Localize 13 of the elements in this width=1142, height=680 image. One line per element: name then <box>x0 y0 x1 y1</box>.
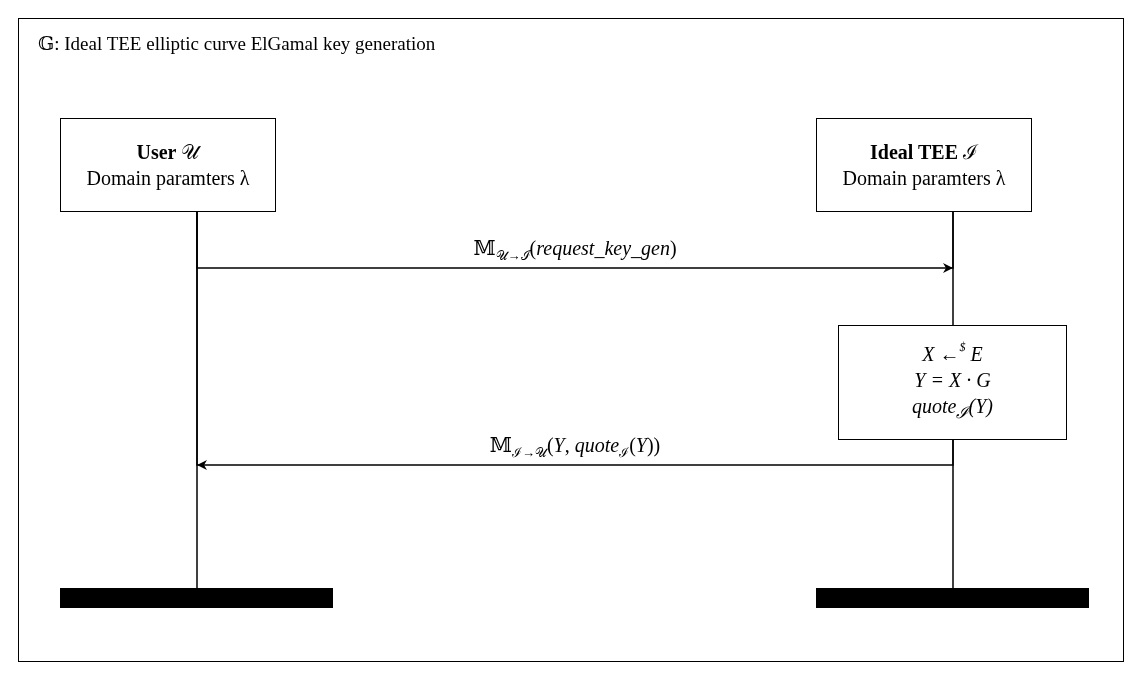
formula: X ←$^{$}$ E <box>922 341 983 368</box>
formula: quote$_{ℐ}$(Y) <box>912 394 993 424</box>
participant-name: User 𝒰 <box>136 140 200 165</box>
lifeline-end-bar <box>816 588 1089 608</box>
participant-box <box>816 118 1032 212</box>
computation-box <box>838 325 1067 440</box>
participant-params: Domain paramters λ <box>842 166 1006 191</box>
participant-box <box>60 118 276 212</box>
participant-name: Ideal TEE ℐ <box>870 140 978 165</box>
diagram-title: 𝔾: Ideal TEE elliptic curve ElGamal key generation <box>38 32 436 55</box>
lifeline-end-bar <box>60 588 333 608</box>
participant-params: Domain paramters λ <box>86 166 250 191</box>
formula: Y = X · G <box>914 368 991 394</box>
